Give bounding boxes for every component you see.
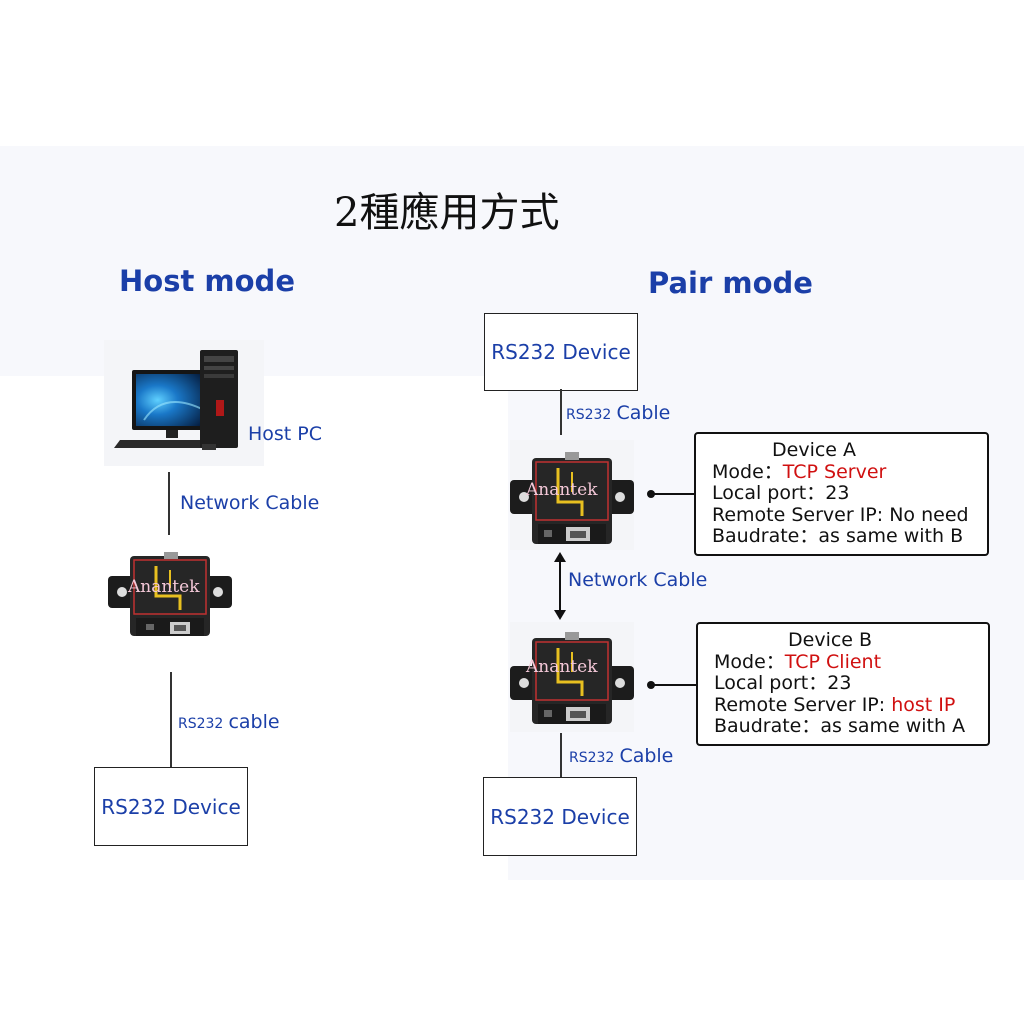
device-a-remote-value: No need — [889, 503, 969, 526]
device-b-brand-watermark: Anantek — [526, 657, 598, 677]
host-network-cable-label: Network Cable — [180, 492, 320, 514]
host-rs232-line — [170, 672, 172, 767]
device-a-remote-row: Remote Server IP: No need — [712, 503, 987, 527]
pair-bottom-rs232-device-box: RS232 Device — [483, 777, 637, 856]
device-b-info-box: Device B Mode：TCP Client Local port：23 R… — [696, 622, 990, 746]
host-rs232-cable-suffix: cable — [228, 711, 280, 733]
pair-bottom-rs232-cable-label: RS232 Cable — [569, 745, 673, 767]
host-pc-label: Host PC — [248, 423, 323, 445]
pair-top-rs232-device-box: RS232 Device — [484, 313, 638, 391]
device-b-remote-row: Remote Server IP: host IP — [714, 693, 988, 717]
pair-top-rs232-cable-prefix: RS232 — [566, 407, 612, 423]
device-a-local-port: Local port：23 — [712, 482, 850, 504]
host-converter-icon — [108, 552, 232, 636]
pair-bottom-rs232-cable-prefix: RS232 — [569, 750, 615, 766]
host-pc-icon — [104, 340, 264, 466]
host-brand-watermark: Anantek — [128, 577, 200, 597]
device-b-mode-row: Mode：TCP Client — [714, 650, 988, 674]
pair-mode-heading: Pair mode — [648, 266, 813, 300]
device-a-converter-icon — [510, 440, 634, 550]
device-b-remote-value: host IP — [891, 693, 956, 716]
host-network-line — [168, 472, 170, 535]
device-a-mode-label: Mode： — [712, 460, 783, 483]
device-a-connector-dot — [647, 490, 655, 498]
device-a-mode-value: TCP Server — [782, 460, 887, 483]
device-b-remote-label: Remote Server IP: — [714, 693, 886, 716]
device-a-name: Device A — [772, 439, 857, 461]
pair-bottom-rs232-device-label: RS232 Device — [490, 804, 630, 829]
device-a-remote-label: Remote Server IP: — [712, 503, 884, 526]
device-b-mode-value: TCP Client — [784, 650, 882, 673]
pair-top-rs232-cable-label: RS232 Cable — [566, 402, 670, 424]
device-b-local-port: Local port：23 — [714, 672, 852, 694]
host-rs232-device-box: RS232 Device — [94, 767, 248, 846]
device-b-connector-line — [652, 684, 696, 686]
device-a-connector-line — [652, 493, 694, 495]
pair-top-rs232-cable-suffix: Cable — [616, 402, 671, 424]
host-rs232-cable-label: RS232 cable — [178, 711, 280, 733]
device-a-baudrate: Baudrate：as same with B — [712, 525, 964, 547]
pair-bottom-rs232-line — [560, 733, 562, 777]
device-b-mode-label: Mode： — [714, 650, 785, 673]
pair-bottom-rs232-cable-suffix: Cable — [619, 745, 674, 767]
device-b-converter-icon — [510, 622, 634, 732]
host-mode-heading: Host mode — [119, 264, 295, 298]
device-b-baudrate: Baudrate：as same with A — [714, 715, 966, 737]
host-rs232-cable-prefix: RS232 — [178, 716, 224, 732]
pair-network-cable-label: Network Cable — [568, 569, 708, 591]
device-a-brand-watermark: Anantek — [526, 480, 598, 500]
device-b-connector-dot — [647, 681, 655, 689]
pair-top-rs232-line — [560, 389, 562, 435]
host-rs232-device-label: RS232 Device — [101, 794, 241, 819]
device-a-info-box: Device A Mode：TCP Server Local port：23 R… — [694, 432, 989, 556]
device-a-mode-row: Mode：TCP Server — [712, 460, 987, 484]
pair-top-rs232-device-label: RS232 Device — [491, 340, 631, 364]
device-b-name: Device B — [788, 629, 873, 651]
network-cable-double-arrow — [554, 552, 566, 620]
diagram-title: 2種應用方式 — [334, 190, 560, 236]
